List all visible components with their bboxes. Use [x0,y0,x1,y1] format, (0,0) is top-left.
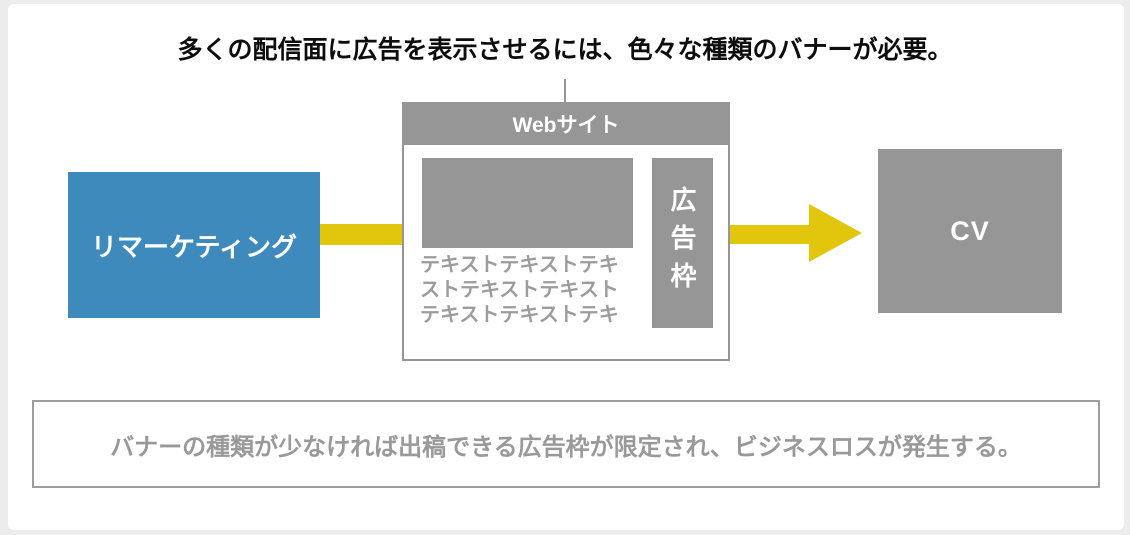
diagram-title: 多くの配信面に広告を表示させるには、色々な種類のバナーが必要。 [177,36,953,64]
flow-arrow-left [320,224,402,245]
title-to-website-connector-line [564,79,566,102]
website-dummy-text: テキストテキストテキ ストテキストテキスト テキストテキストテキ [420,253,619,328]
cv-box-label: CV [950,215,990,246]
website-box-body: テキストテキストテキ ストテキストテキスト テキストテキストテキ 広告枠 [402,145,730,361]
conclusion-text: バナーの種類が少なければ出稿できる広告枠が限定され、ビジネスロスが発生する。 [110,433,1022,461]
website-dummy-text-line: テキストテキストテキ [420,304,619,326]
remarketing-box-label: リマーケティング [91,231,297,262]
website-box-header: Webサイト [402,102,730,145]
ad-slot-label: 広告枠 [667,186,697,300]
website-dummy-text-line: ストテキストテキスト [420,279,619,301]
conclusion-box: バナーの種類が少なければ出稿できる広告枠が限定され、ビジネスロスが発生する。 [32,400,1100,488]
website-box-title: Webサイト [512,113,620,137]
website-box: Webサイト テキストテキストテキ ストテキストテキスト テキストテキストテキ … [402,102,730,361]
website-image-placeholder [422,158,633,248]
flow-arrow-right [730,204,862,263]
ad-slot-box: 広告枠 [652,158,713,328]
flow-arrow-right-shaft [730,225,810,244]
cv-box: CV [878,149,1062,313]
remarketing-box: リマーケティング [68,172,320,318]
flow-arrow-right-head [809,204,862,262]
website-dummy-text-line: テキストテキストテキ [420,254,619,276]
